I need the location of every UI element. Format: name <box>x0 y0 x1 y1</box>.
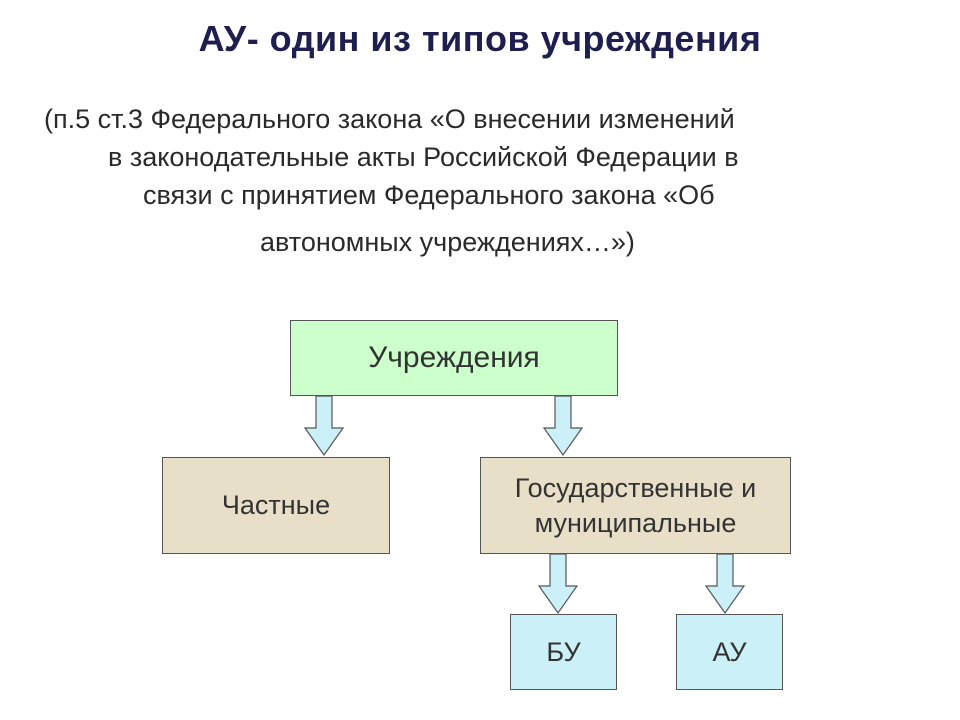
node-au: АУ <box>676 614 783 690</box>
node-au-label: АУ <box>712 636 747 667</box>
slide-title: АУ- один из типов учреждения <box>198 18 762 59</box>
arrow-down-icon <box>303 395 345 457</box>
node-bu: БУ <box>510 614 617 690</box>
subtitle-line-2: в законодательные акты Российской Федера… <box>108 142 739 172</box>
subtitle-line-4: автономных учреждениях…») <box>260 227 635 257</box>
node-bu-label: БУ <box>546 636 581 667</box>
node-private-label: Частные <box>221 490 331 520</box>
node-state-municipal: Государственные и муниципальные <box>480 457 791 554</box>
node-state-label-line-1: Государственные и <box>514 472 757 503</box>
node-state-label-line-2: муниципальные <box>534 507 737 538</box>
subtitle-line-3: связи с принятием Федерального закона «О… <box>143 180 715 210</box>
arrow-down-icon <box>542 395 584 457</box>
subtitle-line-1: (п.5 ст.3 Федерального закона «О внесени… <box>44 104 735 134</box>
node-private: Частные <box>162 457 390 554</box>
arrow-down-icon <box>537 553 579 615</box>
arrow-down-icon <box>704 553 746 615</box>
node-institutions-label: Учреждения <box>368 341 540 374</box>
slide-subtitle: (п.5 ст.3 Федерального закона «О внесени… <box>40 100 920 261</box>
node-institutions: Учреждения <box>290 320 618 396</box>
